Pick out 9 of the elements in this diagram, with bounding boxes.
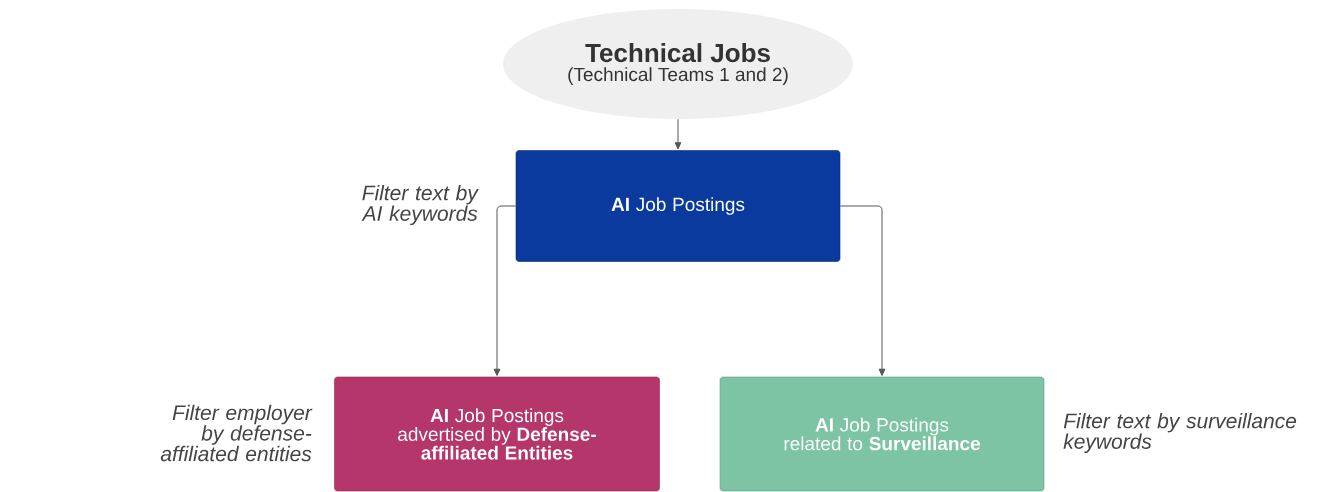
arrow [674, 118, 682, 150]
process-box: AI Job Postings [515, 150, 841, 262]
arrow [493, 205, 517, 376]
arrow [839, 205, 886, 376]
annotation-text: Filter text by surveillance keywords [1063, 412, 1297, 454]
annotation-text: Filter employer by defense-affiliated entities [160, 404, 313, 462]
process-box: AI Job Postings advertised by Defense-affiliated Entities [334, 376, 660, 492]
process-box: AI Job Postings related to Surveillance [719, 376, 1045, 492]
annotation-text: Filter text by AI keywords [361, 184, 479, 226]
